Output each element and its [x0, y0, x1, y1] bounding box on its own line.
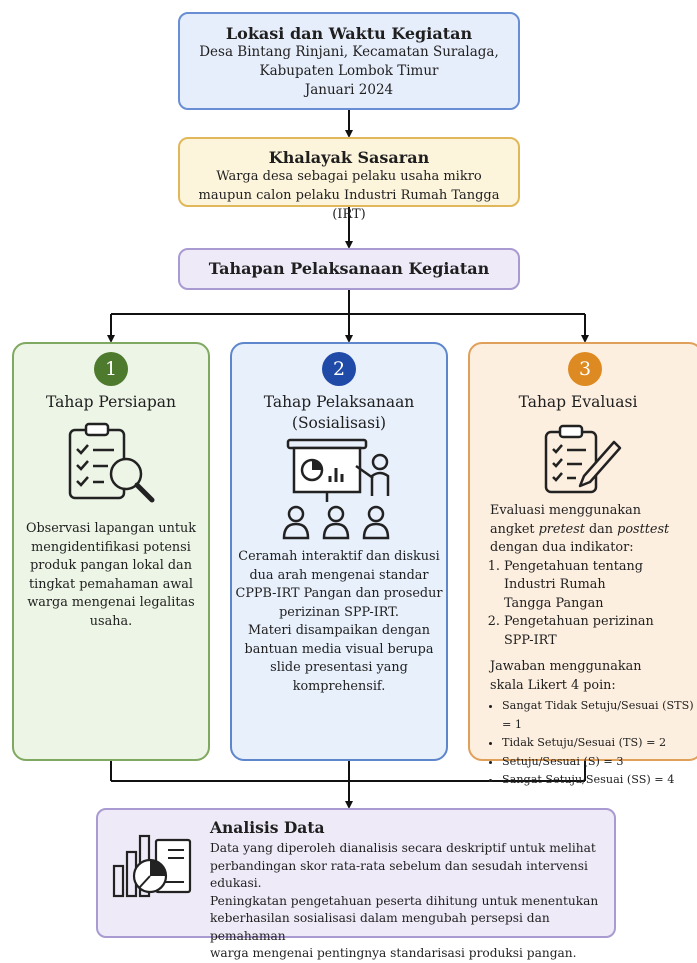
col1-line: produk pangan lokal dan: [30, 558, 192, 573]
khalayak-title: Khalayak Sasaran: [268, 148, 430, 167]
col2-line: dua arah mengenai standar: [249, 567, 429, 583]
col1-line: warga mengenai legalitas: [27, 595, 195, 610]
likert-item: Setuju/Sesuai (S) = 3: [502, 753, 697, 772]
col1-line: usaha.: [89, 613, 133, 629]
lokasi-box: Lokasi dan Waktu Kegiatan Desa Bintang R…: [178, 12, 520, 110]
analisis-line: warga mengenai pentingnya standarisasi p…: [210, 946, 577, 960]
likert-intro: skala Likert 4 poin:: [490, 677, 616, 693]
col3-intro: Evaluasi menggunakan: [490, 503, 641, 518]
analisis-line: keberhasilan sosialisasi dalam mengubah …: [210, 911, 550, 943]
clipboard-pencil-icon: [544, 424, 622, 494]
analisis-title: Analisis Data: [210, 818, 325, 837]
analisis-line: perbandingan skor rata-rata sebelum dan …: [210, 858, 588, 891]
likert-item: Sangat Tidak Setuju/Sesuai (STS) = 1: [502, 697, 697, 734]
col1-line: Observasi lapangan untuk: [25, 521, 197, 536]
analisis-description: Data yang diperoleh dianalisis secara de…: [210, 840, 610, 963]
col3-evaluasi-box: 3 Tahap Evaluasi Evaluasi menggunakan an…: [468, 342, 697, 786]
presentation-audience-icon: [282, 438, 390, 540]
col2-description: Ceramah interaktif dan diskusi dua arah …: [234, 548, 444, 696]
col2-title: Tahap Pelaksanaan (Sosialisasi): [232, 392, 446, 434]
col2-line: perizinan SPP-IRT.: [279, 604, 399, 620]
indicator-item: Pengetahuan perizinan SPP-IRT: [504, 613, 697, 650]
col3-intro: angket pretest dan posttest: [490, 521, 670, 537]
lokasi-line: Kabupaten Lombok Timur: [259, 63, 439, 79]
lokasi-line: Desa Bintang Rinjani, Kecamatan Suralaga…: [199, 44, 499, 60]
likert-list: Sangat Tidak Setuju/Sesuai (STS) = 1 Tid…: [482, 697, 697, 790]
step-number-3: 3: [568, 352, 602, 386]
likert-item: Tidak Setuju/Sesuai (TS) = 2: [502, 734, 697, 753]
lokasi-line: Januari 2024: [304, 82, 394, 98]
khalayak-line: maupun calon pelaku Industri Rumah Tangg…: [198, 188, 500, 222]
analisis-line: Data yang diperoleh dianalisis secara de…: [210, 841, 596, 855]
analisis-box: Analisis Data Data yang diperoleh dianal…: [96, 808, 616, 960]
col3-description: Evaluasi menggunakan angket pretest dan …: [482, 502, 697, 790]
col1-title: Tahap Persiapan: [45, 393, 177, 411]
col2-line: CPPB-IRT Pangan dan prosedur: [235, 586, 443, 601]
col1-description: Observasi lapangan untuk mengidentifikas…: [18, 520, 204, 631]
col2-title-line: Tahap Pelaksanaan: [263, 393, 415, 411]
col2-line: bantuan media visual berupa: [244, 641, 434, 657]
col1-persiapan-box: 1 Tahap Persiapan Observasi lapangan unt…: [12, 342, 210, 761]
col2-pelaksanaan-box: 2 Tahap Pelaksanaan (Sosialisasi) Cerama…: [230, 342, 448, 761]
indicator-list: Pengetahuan tentang Industri Rumah Tangg…: [482, 558, 697, 651]
connector-lines: [107, 110, 589, 809]
step-number-1: 1: [94, 352, 128, 386]
col2-title-line: (Sosialisasi): [291, 414, 387, 432]
col1-line: tingkat pemahaman awal: [28, 576, 194, 592]
khalayak-line: Warga desa sebagai pelaku usaha mikro: [216, 169, 482, 184]
col2-line: Ceramah interaktif dan diskusi: [238, 549, 440, 564]
clipboard-magnifier-icon: [68, 422, 155, 503]
col2-line: slide presentasi yang: [270, 660, 408, 675]
col3-intro: dengan dua indikator:: [490, 540, 634, 555]
likert-intro: Jawaban menggunakan: [490, 659, 642, 674]
indicator-item: Pengetahuan tentang Industri Rumah Tangg…: [504, 558, 697, 614]
tahapan-title: Tahapan Pelaksanaan Kegiatan: [208, 259, 490, 278]
tahapan-box: Tahapan Pelaksanaan Kegiatan: [178, 248, 520, 290]
col2-line: komprehensif.: [292, 678, 386, 694]
col3-title: Tahap Evaluasi: [518, 393, 638, 411]
step-number-2: 2: [322, 352, 356, 386]
analisis-line: Peningkatan pengetahuan peserta dihitung…: [210, 893, 599, 908]
lokasi-title: Lokasi dan Waktu Kegiatan: [225, 24, 473, 43]
likert-item: Sangat Setuju/Sesuai (SS) = 4: [502, 771, 697, 790]
khalayak-box: Khalayak Sasaran Warga desa sebagai pela…: [178, 137, 520, 222]
data-analysis-chart-icon: [112, 834, 192, 898]
col1-line: mengidentifikasi potensi: [31, 539, 191, 555]
col2-line: Materi disampaikan dengan: [247, 623, 431, 638]
